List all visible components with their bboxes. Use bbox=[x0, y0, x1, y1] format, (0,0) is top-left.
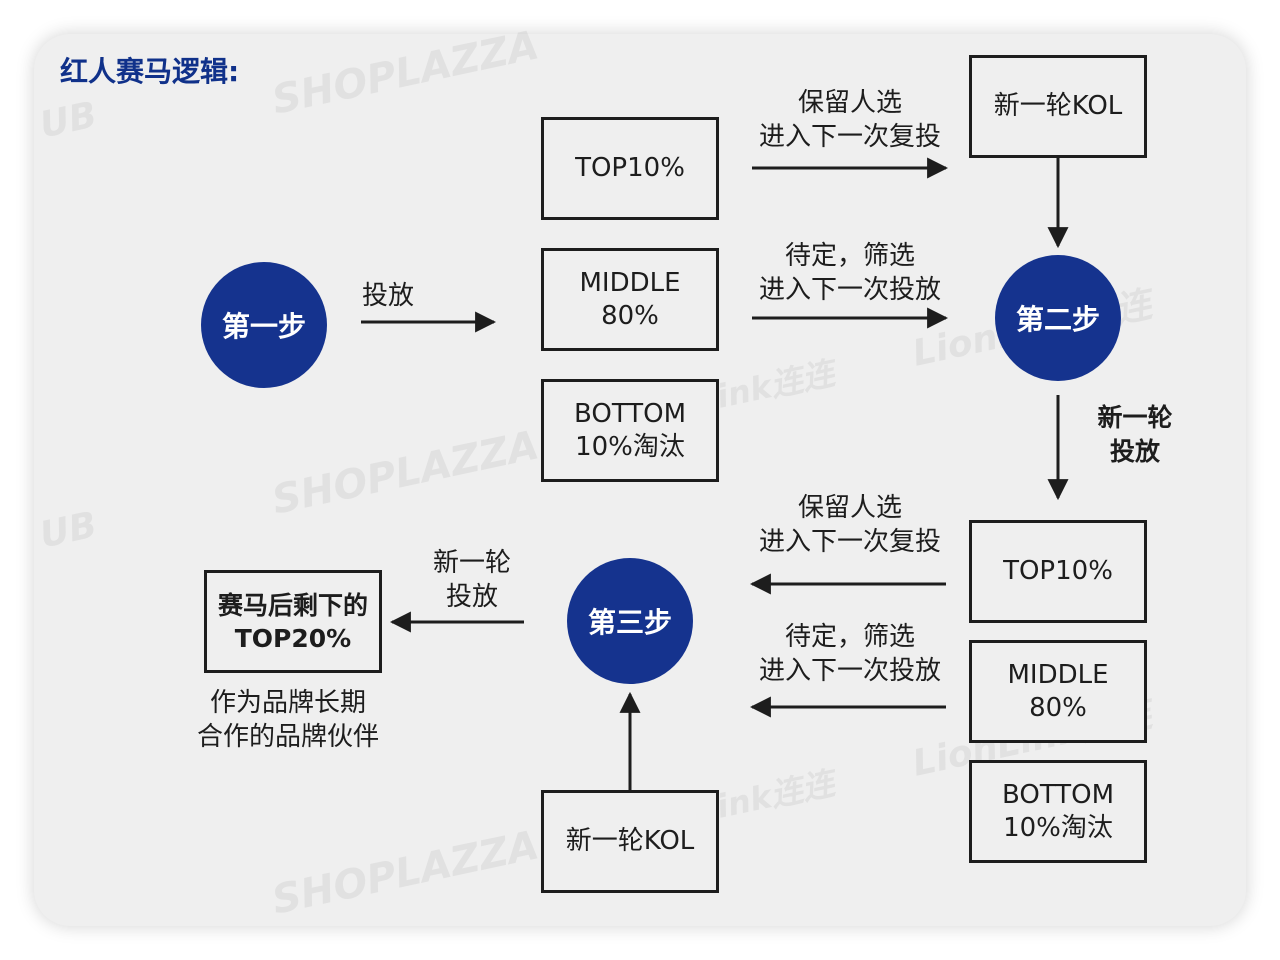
bottom-box-upper: BOTTOM 10%淘汰 bbox=[541, 379, 719, 482]
step-2-circle: 第二步 bbox=[995, 255, 1121, 381]
pending-label-upper: 待定，筛选 进入下一次投放 bbox=[758, 241, 941, 305]
top-box-upper: TOP10% bbox=[541, 117, 719, 220]
new-round-label-right: 新一轮 投放 bbox=[1097, 403, 1173, 466]
middle-box-lower: MIDDLE 80% bbox=[969, 640, 1147, 743]
top-box-lower: TOP10% bbox=[969, 520, 1147, 623]
new-round-label-left: 新一轮 投放 bbox=[432, 548, 511, 612]
result-box: 赛马后剩下的 TOP20% bbox=[204, 570, 382, 673]
new-kol-box-bottom: 新一轮KOL bbox=[541, 790, 719, 893]
keep-label-upper: 保留人选 进入下一次复投 bbox=[758, 88, 941, 152]
keep-label-lower: 保留人选 进入下一次复投 bbox=[758, 493, 941, 557]
launch-label: 投放 bbox=[361, 281, 414, 311]
bottom-box-lower: BOTTOM 10%淘汰 bbox=[969, 760, 1147, 863]
step-3-circle: 第三步 bbox=[567, 558, 693, 684]
diagram-title: 红人赛马逻辑: bbox=[60, 55, 240, 88]
result-note: 作为品牌长期 合作的品牌伙伴 bbox=[196, 688, 379, 752]
step-1-circle: 第一步 bbox=[201, 262, 327, 388]
pending-label-lower: 待定，筛选 进入下一次投放 bbox=[758, 622, 941, 686]
middle-box-upper: MIDDLE 80% bbox=[541, 248, 719, 351]
new-kol-box-top: 新一轮KOL bbox=[969, 55, 1147, 158]
